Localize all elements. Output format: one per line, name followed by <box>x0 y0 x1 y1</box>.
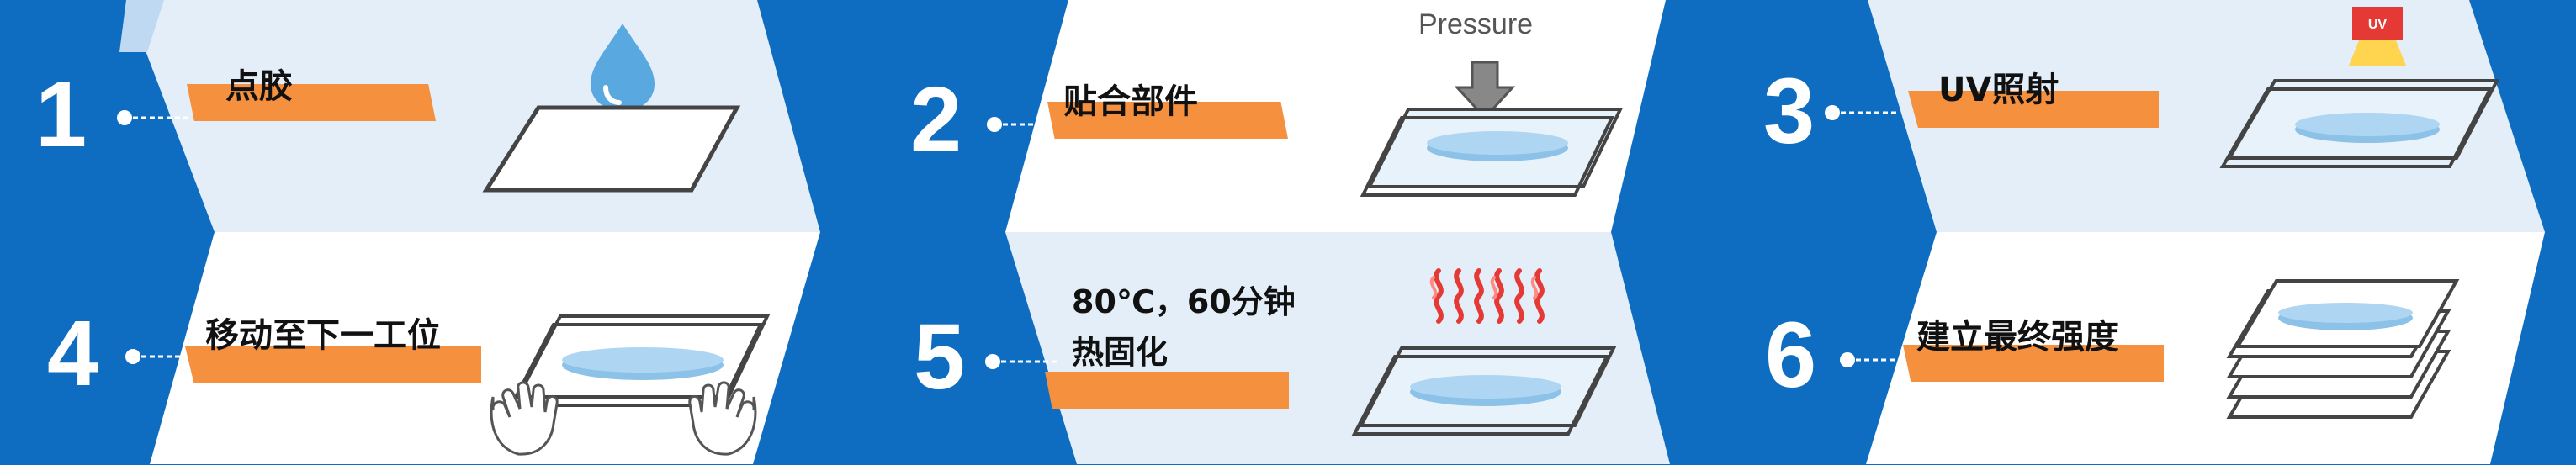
step-1-panel: 1 点胶 <box>0 0 858 232</box>
step-number: 5 <box>914 305 966 409</box>
step-label: 移动至下一工位 <box>205 316 441 355</box>
step-number: 3 <box>1763 60 1815 163</box>
step-tag <box>187 84 436 121</box>
connector-dot <box>125 349 199 364</box>
step-number: 2 <box>910 68 962 172</box>
heat-cure-icon <box>1351 268 1617 436</box>
uv-lamp-icon: UV <box>2219 7 2500 168</box>
step-number: 6 <box>1765 304 1817 407</box>
pressure-bond-icon <box>1360 61 1624 197</box>
step-tag <box>1908 91 2159 128</box>
step-label: UV照射 <box>1938 71 2059 109</box>
glue-drop-icon <box>482 24 741 193</box>
step-tag <box>1045 372 1289 409</box>
step-label-line2: 热固化 <box>1072 334 1169 371</box>
step-label: 建立最终强度 <box>1916 318 2118 357</box>
step-label: 贴合部件 <box>1063 82 1198 121</box>
step-label-line1: 80℃，60分钟 <box>1072 283 1296 320</box>
step-number: 4 <box>47 302 99 405</box>
connector-dot <box>985 354 1058 369</box>
step-5-panel: 5 80℃，60分钟 热固化 <box>858 232 1716 464</box>
step-tag <box>185 346 481 383</box>
stacked-plates-icon <box>2226 279 2460 419</box>
connector-dot <box>1825 105 1898 120</box>
hands-carry-icon <box>490 314 771 456</box>
connector-dot <box>117 110 190 125</box>
step-tag <box>1903 345 2164 382</box>
step-tag <box>1047 102 1288 139</box>
step-label: 点胶 <box>225 67 293 106</box>
pressure-label: Pressure <box>1418 8 1534 40</box>
uv-lamp-text: UV <box>2368 18 2388 32</box>
connector-dot <box>1840 352 1913 367</box>
connector-dot <box>987 117 1060 132</box>
step-4-panel: 4 移动至下一工位 <box>0 232 858 464</box>
step-2-panel: 2 贴合部件 Pressure <box>858 0 1716 232</box>
step-3-panel: 3 UV照射 UV <box>1716 0 2574 232</box>
step-number: 1 <box>35 63 87 166</box>
step-6-panel: 6 建立最终强度 <box>1716 232 2574 464</box>
